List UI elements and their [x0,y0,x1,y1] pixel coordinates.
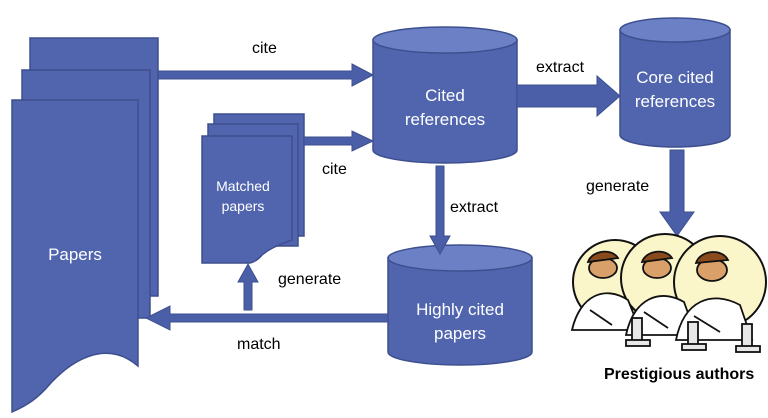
arrow-cited-to-highly [429,165,451,256]
core-cited-references-line-1: Core cited [636,68,714,87]
arrow-cited-to-core [516,74,621,118]
edge-label-papers-to-cited: cite [252,40,277,57]
arrow-papers-to-cited [157,63,375,87]
edge-label-cited-to-core: extract [536,59,585,76]
core-cited-references-label: Core cited references [620,66,730,114]
matched-papers-label: Matched papers [202,176,284,216]
edge-label-core-to-authors: generate [586,178,650,195]
arrow-highly-to-matched [237,262,259,311]
matched-papers-line-1: Matched [216,178,270,194]
cited-references-label: Cited references [373,84,517,132]
papers-label: Papers [48,245,102,264]
edge-label-highly-to-papers: match [237,336,281,353]
cylinder-cited-references [372,26,518,164]
highly-cited-papers-label: Highly cited papers [388,298,532,346]
core-cited-references-line-2: references [634,92,716,111]
highly-cited-papers-line-1: Highly cited [416,300,504,319]
matched-papers-line-2: papers [221,198,265,214]
arrow-highly-to-papers [144,305,389,331]
highly-cited-papers-line-2: papers [434,324,486,343]
prestigious-authors-label: Prestigious authors [604,366,755,383]
arrow-matched-to-cited [303,130,375,152]
cited-references-line-1: Cited [425,86,465,105]
edge-label-cited-to-highly: extract [450,199,499,216]
arrow-core-to-authors [659,149,695,237]
edge-label-highly-to-matched: generate [278,271,342,288]
matched-papers-stack [201,113,305,264]
cylinder-highly-cited-papers [387,244,533,366]
papers-stack [11,37,159,414]
edge-label-matched-to-cited: cite [322,161,347,178]
cited-references-line-2: references [404,110,486,129]
cylinder-core-cited-references [619,17,731,148]
prestigious-authors-illustration [570,233,767,353]
